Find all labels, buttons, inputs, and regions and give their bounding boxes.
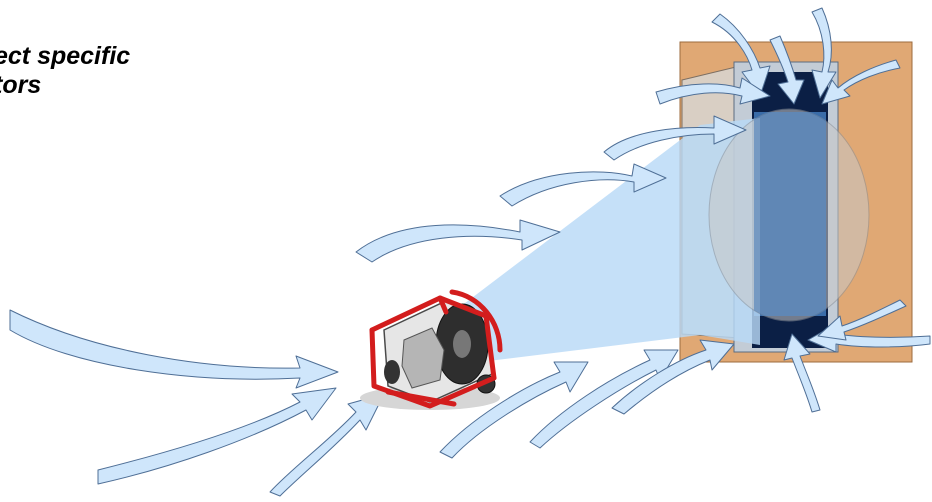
door-arrow-right-upper [817, 299, 907, 341]
heading-line-2: tors [0, 71, 42, 99]
heading: ect specific tors [0, 42, 130, 100]
blower-fan [360, 289, 503, 410]
door-arrow-bottom-mid [783, 333, 821, 413]
heading-line-1: ect specific [0, 42, 131, 70]
door-arrow-top-mid [769, 35, 805, 105]
intake-arrow-6 [611, 339, 735, 415]
intake-arrow-3 [269, 393, 385, 497]
door-arrow-top-right-2 [821, 59, 901, 105]
door-arrows [655, 7, 931, 413]
wheel-back [384, 360, 400, 384]
intake-arrow-4 [439, 361, 589, 459]
door-arrow-top-right-1 [811, 7, 837, 99]
intake-arrow-5 [529, 349, 679, 449]
fan-hub [453, 330, 471, 358]
cone-arrow-1 [355, 219, 561, 263]
engine-block [401, 327, 445, 389]
door-arrow-top-left-2 [655, 77, 771, 105]
door-arrow-top-left-1 [711, 13, 771, 97]
cone-arrow-2 [499, 163, 667, 207]
cone-arrow-3 [603, 115, 747, 161]
cone-arrows [355, 115, 747, 263]
airflow-cone [448, 118, 760, 362]
intake-arrow-1 [9, 309, 339, 389]
door-glass-in-oval [754, 112, 826, 316]
fan-frame [369, 289, 503, 409]
intake-arrow-2 [97, 387, 337, 485]
door-arrow-bottom-right [807, 323, 931, 353]
intake-arrows [9, 309, 735, 497]
